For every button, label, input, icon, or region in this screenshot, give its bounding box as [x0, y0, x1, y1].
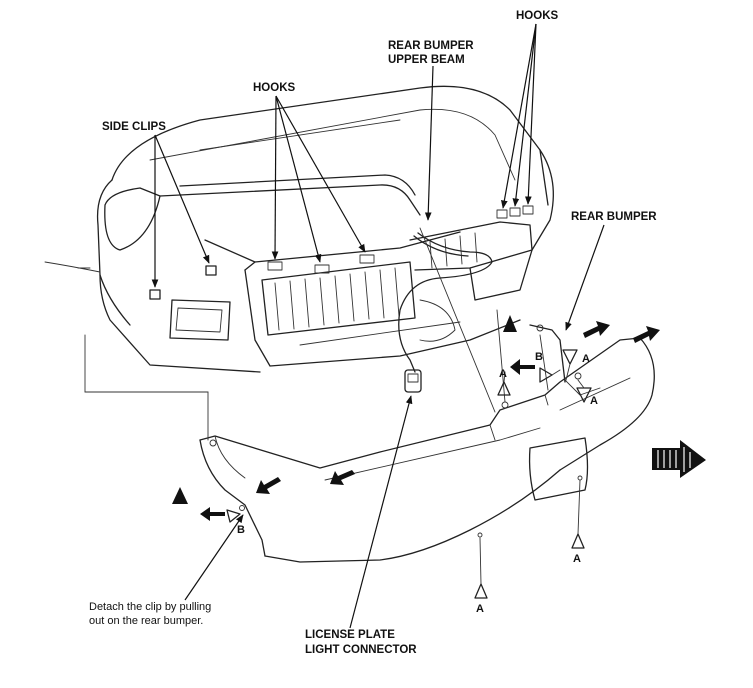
- marker-a-triangle-2: [562, 349, 578, 365]
- label-license-line2: LIGHT CONNECTOR: [305, 644, 417, 656]
- reference-markers: [226, 349, 592, 599]
- label-upper-beam-line2: UPPER BEAM: [388, 54, 465, 66]
- callout-labels: HOOKS REAR BUMPER UPPER BEAM HOOKS SIDE …: [89, 10, 657, 656]
- marker-a-triangle-4: [571, 533, 585, 549]
- alignment-guides: [84, 227, 506, 441]
- pull-arrow-left-4: [510, 359, 535, 375]
- marker-labels: A A A A A B B: [237, 351, 598, 615]
- license-light-harness: [398, 232, 493, 393]
- marker-a-triangle-3: [576, 387, 592, 403]
- pull-arrow-right-1: [583, 321, 610, 338]
- pull-arrow-right-2: [633, 326, 660, 343]
- car-body: [44, 85, 554, 373]
- marker-a-label-4: A: [573, 553, 581, 565]
- marker-a-label-5: A: [476, 603, 484, 615]
- marker-b-triangle-1: [539, 367, 553, 383]
- marker-a-triangle-1: [497, 381, 511, 396]
- pull-arrow-left-1: [256, 477, 281, 494]
- note-detach-line2: out on the rear bumper.: [89, 615, 203, 627]
- pull-arrow-left-3: [200, 507, 225, 521]
- motion-arrows: [172, 315, 706, 521]
- label-rear-bumper: REAR BUMPER: [571, 211, 657, 223]
- note-detach-line1: Detach the clip by pulling: [89, 601, 211, 613]
- rear-bumper: [199, 324, 655, 563]
- pull-arrow-left-2: [330, 470, 355, 485]
- marker-a-triangle-5: [474, 583, 488, 599]
- big-direction-arrow: [652, 440, 706, 478]
- marker-b-label-2: B: [237, 524, 245, 536]
- label-side-clips: SIDE CLIPS: [102, 121, 166, 133]
- view-indicator-left: [172, 487, 188, 504]
- marker-b-triangle-2: [226, 509, 241, 523]
- marker-a-label-1: A: [499, 368, 507, 380]
- marker-b-label-1: B: [535, 351, 543, 363]
- label-upper-beam-line1: REAR BUMPER: [388, 40, 474, 52]
- callout-leaders: [151, 23, 605, 629]
- view-indicator-center: [503, 315, 517, 332]
- marker-a-label-2: A: [582, 353, 590, 365]
- marker-a-label-3: A: [590, 395, 598, 407]
- label-license-line1: LICENSE PLATE: [305, 629, 395, 641]
- label-hooks-mid: HOOKS: [253, 82, 296, 94]
- label-hooks-top: HOOKS: [516, 10, 559, 22]
